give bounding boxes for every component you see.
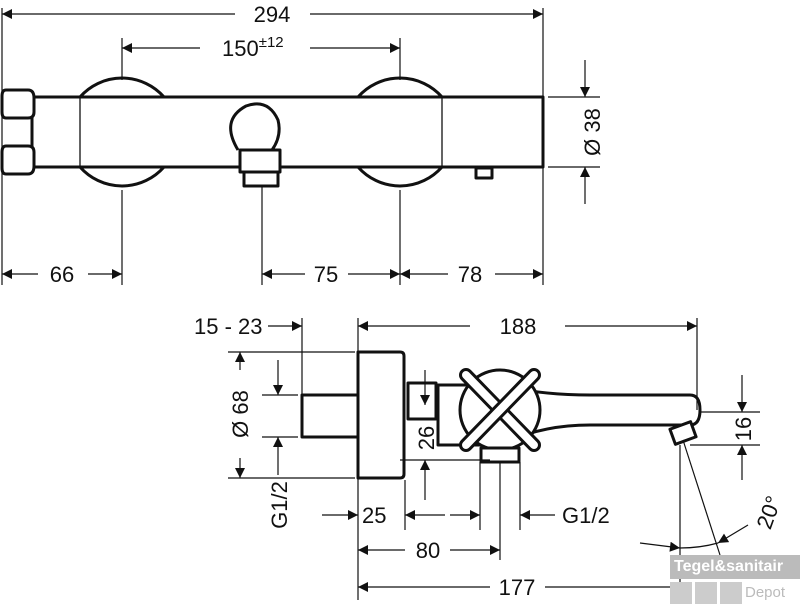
dim-overall-width: 294 (254, 2, 291, 27)
dim-outlet-to-handle: 75 (314, 262, 338, 287)
dim-handle-to-end: 78 (458, 262, 482, 287)
mixer-body (30, 95, 545, 169)
end-cap-bottom (0, 144, 36, 176)
cross-handle (459, 368, 541, 452)
top-view: 294 150±12 Ø 38 66 75 78 (0, 2, 605, 287)
outlet-nut (238, 148, 282, 174)
dim-spout-height: 16 (731, 417, 756, 441)
dim-diameter: Ø 38 (580, 108, 605, 156)
watermark-logo: Tegel&sanitair (670, 555, 800, 579)
watermark-sub: Depot (670, 582, 785, 604)
dim-outlet-distance: 80 (416, 538, 440, 563)
outlet-ring (229, 102, 281, 151)
dim-outlet-thread: G1/2 (562, 503, 610, 528)
dim-spout-angle: 20° (752, 493, 787, 533)
dim-spout-distance: 177 (499, 575, 536, 600)
left-handle-top (78, 76, 166, 98)
dim-wall-depth: 15 - 23 (194, 314, 263, 339)
spout-aerator (668, 420, 698, 446)
dim-outlet-height: 26 (414, 426, 439, 450)
small-knob (474, 166, 494, 180)
right-handle-top (356, 76, 444, 98)
side-view: 15 - 23 188 Ø 68 G1/2 26 16 25 G1/2 80 1… (194, 314, 786, 600)
end-cap-top (0, 88, 36, 120)
dim-rosette-diameter: Ø 68 (228, 390, 253, 438)
wall-connector (300, 393, 360, 439)
dim-handle-spacing: 150±12 (222, 34, 284, 61)
dim-inlet-thread: G1/2 (267, 481, 292, 529)
dim-left-offset: 66 (50, 262, 74, 287)
rosette (356, 350, 406, 480)
left-handle-bottom (78, 166, 166, 188)
dim-projection: 188 (500, 314, 537, 339)
small-fitting (406, 381, 438, 421)
dim-rosette-depth: 25 (362, 503, 386, 528)
right-handle-bottom (356, 166, 444, 188)
